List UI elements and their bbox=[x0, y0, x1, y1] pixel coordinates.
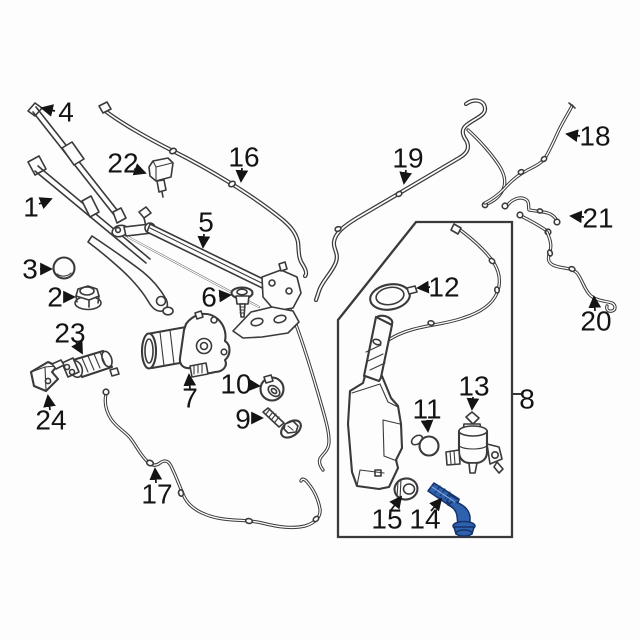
washer-reservoir-tank bbox=[346, 314, 404, 491]
part-24-nozzle-bracket bbox=[29, 359, 65, 393]
callout-number-13[interactable]: 13 bbox=[458, 371, 489, 402]
callout-arrow bbox=[399, 169, 412, 185]
callout-number-12[interactable]: 12 bbox=[428, 272, 459, 303]
part-23-washer-pump-motor bbox=[61, 349, 120, 379]
part-7-wiper-motor bbox=[140, 306, 231, 378]
callout-3[interactable]: 3 bbox=[22, 254, 53, 285]
callout-arrow bbox=[149, 467, 163, 484]
callout-arrow bbox=[197, 233, 211, 249]
callout-number-24[interactable]: 24 bbox=[35, 405, 66, 436]
callout-number-17[interactable]: 17 bbox=[141, 479, 172, 510]
callout-number-18[interactable]: 18 bbox=[579, 121, 610, 152]
callout-number-14[interactable]: 14 bbox=[409, 504, 440, 535]
callout-number-4[interactable]: 4 bbox=[58, 97, 74, 128]
callout-arrow bbox=[235, 167, 249, 183]
callout-20[interactable]: 20 bbox=[580, 295, 612, 337]
callout-5[interactable]: 5 bbox=[197, 207, 214, 249]
callout-11[interactable]: 11 bbox=[412, 394, 442, 433]
callout-2[interactable]: 2 bbox=[47, 282, 76, 313]
part-9-mounting-screw bbox=[262, 407, 302, 439]
callout-number-2[interactable]: 2 bbox=[47, 282, 63, 313]
part-13-washer-pump bbox=[445, 411, 504, 474]
part-21-hose-connector-assembly bbox=[501, 196, 561, 236]
callout-arrow bbox=[40, 104, 56, 117]
callout-number-1[interactable]: 1 bbox=[23, 192, 39, 223]
callout-23[interactable]: 23 bbox=[54, 318, 86, 355]
callout-24[interactable]: 24 bbox=[35, 394, 67, 436]
callout-6[interactable]: 6 bbox=[201, 282, 232, 313]
callout-number-7[interactable]: 7 bbox=[182, 383, 198, 414]
callout-10[interactable]: 10 bbox=[220, 369, 261, 400]
part-16-washer-hose bbox=[98, 101, 306, 276]
callout-arrow bbox=[429, 497, 443, 512]
callout-17[interactable]: 17 bbox=[141, 467, 173, 510]
callout-12[interactable]: 12 bbox=[416, 272, 460, 303]
callout-number-21[interactable]: 21 bbox=[582, 203, 613, 234]
part-12-reservoir-cap bbox=[369, 283, 418, 311]
callout-number-10[interactable]: 10 bbox=[220, 369, 251, 400]
callout-number-19[interactable]: 19 bbox=[392, 143, 423, 174]
part-10-mounting-grommet bbox=[259, 374, 285, 402]
callout-arrow bbox=[38, 197, 53, 210]
callout-13[interactable]: 13 bbox=[458, 371, 490, 411]
callout-1[interactable]: 1 bbox=[23, 192, 53, 223]
callout-18[interactable]: 18 bbox=[565, 121, 611, 152]
callout-number-16[interactable]: 16 bbox=[228, 142, 259, 173]
part-17-washer-hose-front bbox=[102, 388, 322, 530]
callout-arrow bbox=[389, 495, 403, 511]
callout-arrow bbox=[132, 163, 147, 176]
callout-16[interactable]: 16 bbox=[228, 142, 260, 183]
part-1-wiper-blade bbox=[27, 155, 169, 312]
cowl-drain-hose bbox=[287, 305, 331, 472]
part-8-reservoir-group-box bbox=[336, 220, 514, 539]
part-22-washer-nozzle-jet bbox=[148, 157, 174, 198]
callout-number-5[interactable]: 5 bbox=[198, 207, 214, 238]
part-4-wiper-arm bbox=[27, 102, 127, 224]
callout-arrow bbox=[565, 129, 581, 142]
callout-number-20[interactable]: 20 bbox=[580, 306, 611, 337]
callout-number-22[interactable]: 22 bbox=[107, 148, 138, 179]
callout-number-8[interactable]: 8 bbox=[519, 384, 535, 415]
callout-9[interactable]: 9 bbox=[235, 404, 264, 435]
part-19-cowl-hose bbox=[316, 101, 507, 300]
part-2-wiper-arm-nut bbox=[74, 285, 102, 311]
callout-8[interactable]: 8 bbox=[513, 384, 535, 415]
part-11-reservoir-grommet bbox=[410, 434, 440, 457]
callout-21[interactable]: 21 bbox=[569, 203, 614, 234]
callout-number-11[interactable]: 11 bbox=[412, 394, 441, 425]
callout-4[interactable]: 4 bbox=[40, 97, 74, 128]
callout-number-23[interactable]: 23 bbox=[54, 318, 85, 349]
callout-arrow bbox=[247, 378, 261, 392]
callout-15[interactable]: 15 bbox=[371, 495, 403, 535]
callout-arrow bbox=[218, 289, 232, 303]
callout-22[interactable]: 22 bbox=[107, 148, 147, 179]
callout-7[interactable]: 7 bbox=[182, 373, 198, 414]
callout-arrow bbox=[71, 340, 83, 355]
callout-14-selected[interactable]: 14 bbox=[409, 497, 443, 535]
part-20-washer-hose-rear bbox=[545, 230, 617, 313]
part-14-hose-elbow-connector-selected[interactable] bbox=[427, 482, 476, 537]
part-5-wiper-linkage bbox=[111, 206, 302, 339]
part-18-rear-washer-hose bbox=[483, 102, 576, 205]
reservoir-supply-hose bbox=[369, 223, 502, 361]
callout-arrow bbox=[43, 394, 56, 411]
callout-number-6[interactable]: 6 bbox=[201, 282, 217, 313]
callout-arrow bbox=[569, 210, 585, 224]
part-3-cover-cap bbox=[52, 256, 76, 280]
callout-arrow bbox=[420, 419, 434, 433]
part-15-pump-seal-grommet bbox=[393, 477, 419, 501]
callout-19[interactable]: 19 bbox=[392, 143, 424, 185]
callout-arrow bbox=[588, 295, 602, 312]
callout-number-9[interactable]: 9 bbox=[235, 404, 251, 435]
callout-arrow bbox=[183, 373, 197, 390]
callout-arrow bbox=[466, 396, 480, 411]
callout-number-15[interactable]: 15 bbox=[371, 504, 402, 535]
callout-number-3[interactable]: 3 bbox=[22, 254, 38, 285]
callout-arrow bbox=[416, 280, 431, 294]
